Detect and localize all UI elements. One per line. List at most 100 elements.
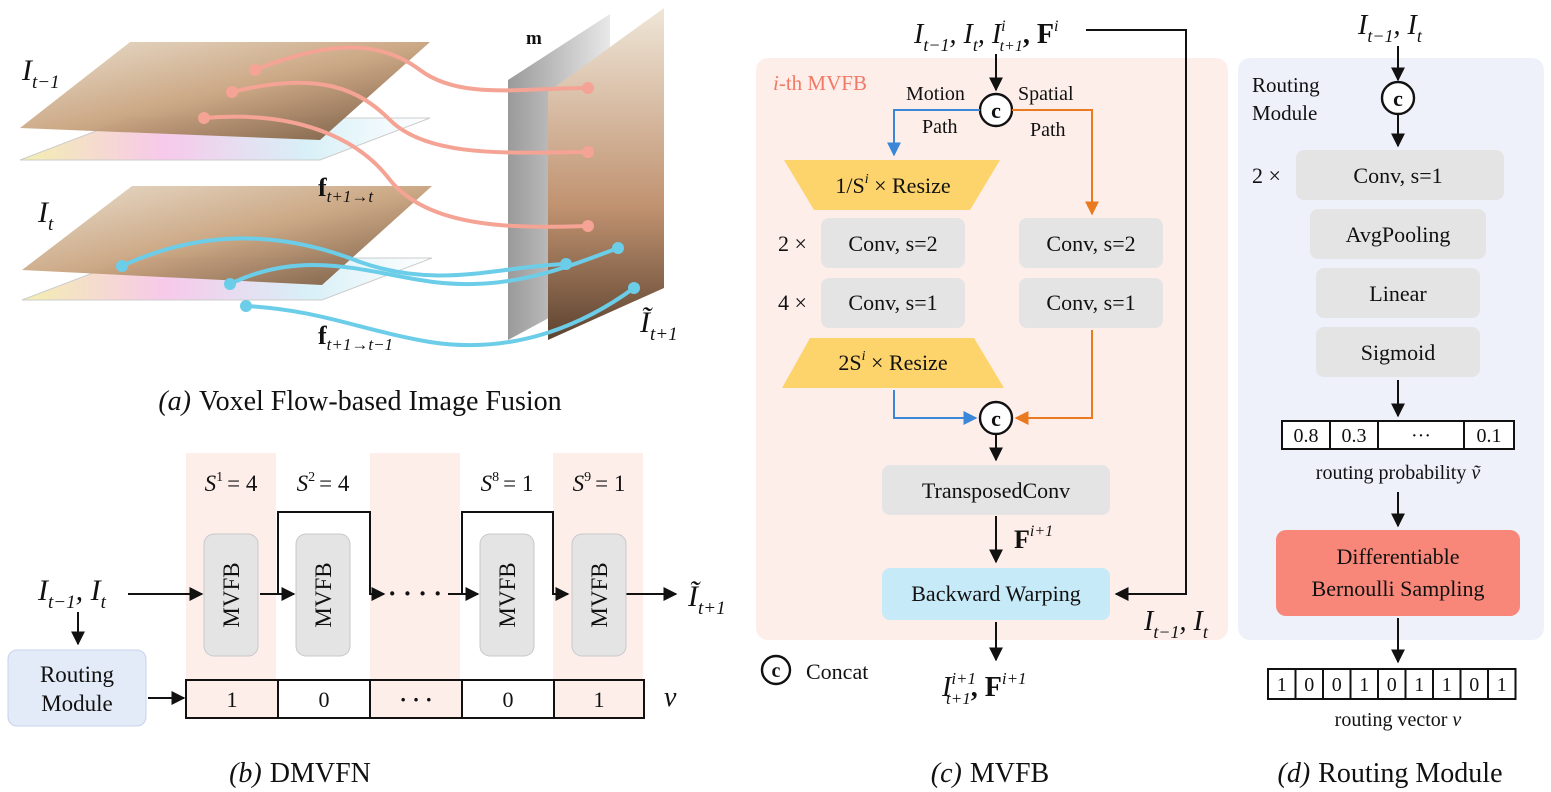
prev-link-3: [203, 114, 589, 229]
label-flow-a: ft+1→t: [318, 173, 374, 206]
mvfb-block-1-label: MVFB: [219, 562, 244, 627]
routing-vector-value: 1: [1442, 674, 1452, 696]
cur-link-dots: [116, 242, 640, 312]
routing-vector-value: 1: [1497, 674, 1507, 696]
output-image-plane: [548, 8, 664, 340]
prob-value-last: 0.1: [1477, 425, 1502, 447]
mvfb-block-1: MVFB: [203, 533, 259, 657]
cur-link-1: [121, 236, 567, 278]
image-plane-prev: [20, 42, 430, 140]
prev-link-2: [231, 80, 589, 155]
motion-path-arrow: [887, 109, 980, 157]
resize-down-block: 1/Si × Resize: [784, 160, 1000, 210]
spatial-conv-s2: Conv, s=2: [1019, 218, 1163, 268]
label-flow-b: ft+1→t−1: [318, 321, 393, 354]
routing-vector-value: 0: [1304, 674, 1314, 696]
spatial-conv-s1-label: Conv, s=1: [1046, 290, 1135, 315]
routing-value-8: 0: [503, 687, 514, 712]
caption-a: (a)Voxel Flow-based Image Fusion: [158, 386, 561, 417]
routing-cell-1: [185, 679, 279, 719]
motion-to-concat-arrow: [893, 390, 978, 425]
scale-label-8: S8= 1: [481, 470, 534, 496]
routing-value-2: 0: [319, 687, 330, 712]
transposed-conv-label: TransposedConv: [922, 478, 1070, 503]
routing-conv-label: Conv, s=1: [1353, 163, 1442, 188]
routing-value-1: 1: [227, 687, 238, 712]
routing-cell-9: [553, 679, 645, 719]
routing-vector-cell: [1349, 668, 1379, 700]
spatial-to-concat-arrow: [1014, 330, 1093, 425]
routing-vector-cell: [1432, 668, 1462, 700]
routing-value-ellipsis: · · ·: [399, 687, 432, 712]
concat-node-bottom: c: [978, 400, 1014, 436]
label-mask: m: [526, 28, 542, 49]
routing-vector-cell: [1377, 668, 1407, 700]
routing-vector-value: 0: [1469, 674, 1479, 696]
skip-connection-2: [277, 511, 386, 601]
cur-dot-5: [612, 242, 624, 254]
prev-dot-2: [226, 86, 238, 98]
routing-vector-caption: routing vector v: [1335, 709, 1462, 731]
mvfb-block-2: MVFB: [295, 533, 351, 657]
caption-c: (c)MVFB: [931, 758, 1049, 789]
routing-input: It−1, It: [1357, 10, 1423, 46]
routing-title-2: Module: [1252, 101, 1317, 125]
resize-up-label: 2Si × Resize: [838, 349, 947, 375]
sampling-label-1: Differentiable: [1337, 544, 1460, 569]
cur-dot-2: [224, 278, 236, 290]
prob-value-2: 0.3: [1342, 425, 1367, 447]
prob-cell-2: [1329, 420, 1379, 450]
scale-label-9: S9= 1: [573, 470, 626, 496]
label-prev-frame: It−1: [21, 54, 60, 93]
prev-dot-5: [582, 146, 594, 158]
routing-vector-cell: [1487, 668, 1517, 700]
routing-module-line2: Module: [41, 691, 113, 716]
scale-label-2: S2= 4: [297, 470, 350, 496]
bernoulli-sampling-block: Differentiable Bernoulli Sampling: [1276, 530, 1520, 616]
cur-dot-3: [240, 300, 252, 312]
motion-conv-s1: Conv, s=1: [821, 278, 965, 328]
active-column-ellipsis: [370, 453, 460, 719]
resize-up-block: 2Si × Resize: [782, 338, 1004, 388]
routing-vector-value: 1: [1277, 674, 1287, 696]
mvfb-ellipsis: · · · ·: [388, 579, 442, 608]
routing-title-1: Routing: [1252, 73, 1320, 97]
backward-warping-block: Backward Warping: [882, 568, 1110, 620]
routing-concat-symbol: c: [1393, 86, 1403, 111]
concat-symbol-top: c: [991, 98, 1001, 123]
panel-b: S1= 4 S2= 4 S8= 1 S9= 1 MVFB MVFB · · · …: [7, 453, 726, 789]
image-plane-cur: [22, 186, 432, 285]
spatial-path-label-2: Path: [1030, 119, 1066, 141]
sigmoid-label: Sigmoid: [1361, 340, 1436, 365]
prev-dot-6: [582, 220, 594, 232]
linear-block: Linear: [1316, 268, 1480, 318]
mvfb-title: i-th MVFB: [773, 71, 867, 95]
routing-conv-block: Conv, s=1: [1296, 150, 1504, 200]
arrow-input-to-warp: [1086, 29, 1187, 601]
routing-cell-2: [277, 679, 371, 719]
probability-row: 0.8 0.3 ··· 0.1: [1281, 420, 1515, 450]
concat-legend-icon: [760, 654, 792, 686]
mvfb-block-9-label: MVFB: [587, 562, 612, 627]
prev-dot-1: [249, 64, 261, 76]
backward-warping-label: Backward Warping: [911, 581, 1081, 606]
prev-dot-4: [582, 82, 594, 94]
concat-node-top: c: [978, 92, 1014, 128]
routing-concat-node: c: [1380, 80, 1416, 116]
prev-link-1: [254, 45, 589, 93]
routing-vector-cell: [1322, 668, 1352, 700]
routing-conv-mult: 2 ×: [1252, 163, 1281, 188]
warp-side-input: It−1, It: [1143, 606, 1209, 642]
avgpooling-block: AvgPooling: [1310, 209, 1486, 259]
mvfb-block-9: MVFB: [571, 533, 627, 657]
motion-conv-s2-label: Conv, s=2: [848, 231, 937, 256]
prev-link-dots: [198, 64, 594, 232]
spatial-path-label-1: Spatial: [1018, 83, 1074, 105]
label-output-frame: Ĩt+1: [639, 306, 678, 345]
routing-cell-8: [461, 679, 555, 719]
routing-vector-row: 1 0 · · · 0 1: [185, 679, 645, 719]
